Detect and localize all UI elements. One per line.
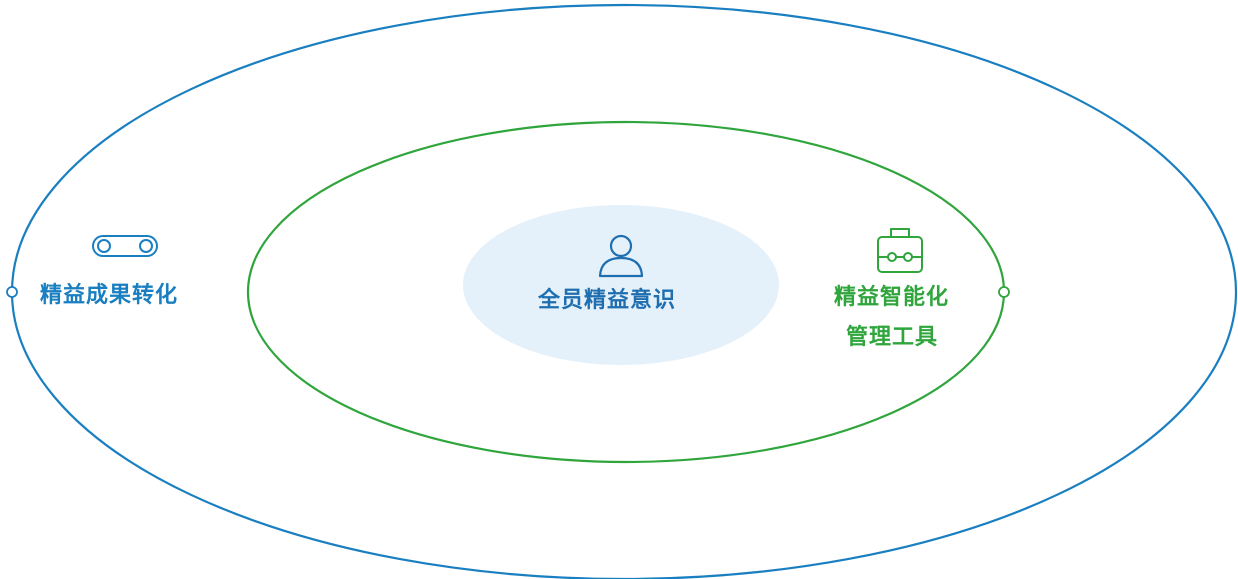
middle-ring-label-line2: 管理工具 [846,325,939,350]
toolbox-icon [877,228,923,273]
outer-ring-label: 精益成果转化 [40,283,179,308]
person-icon [598,234,644,278]
core-ellipse [463,205,779,365]
conveyor-belt-icon [92,235,158,257]
outer-ring-node [6,286,18,298]
core-label: 全员精益意识 [538,288,677,313]
middle-ring-label-line1: 精益智能化 [834,285,950,310]
middle-ring-node [998,286,1010,298]
